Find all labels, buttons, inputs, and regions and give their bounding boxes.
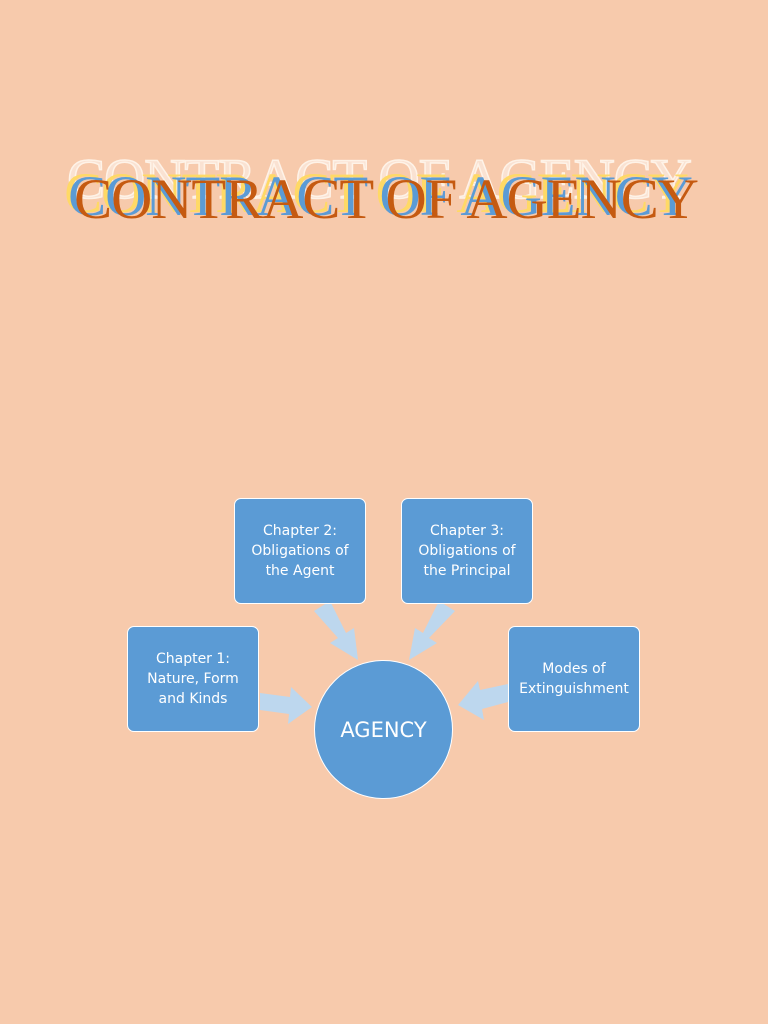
arrow-modes	[458, 681, 508, 720]
node-chapter-3: Chapter 3: Obligations of the Principal	[401, 498, 533, 604]
title-ghost-layer: CONTRACT OF AGENCY	[66, 148, 692, 211]
hub-agency: AGENCY	[314, 660, 453, 799]
title-block: CONTRACT OF AGENCY CONTRACT OF AGENCY CO…	[0, 148, 768, 240]
node-chapter-2: Chapter 2: Obligations of the Agent	[234, 498, 366, 604]
node-modes-of-extinguishment: Modes of Extinguishment	[508, 626, 640, 732]
title-echo-blue: CONTRACT OF AGENCY	[68, 165, 693, 228]
node-chapter-1: Chapter 1: Nature, Form and Kinds	[127, 626, 259, 732]
page-title: CONTRACT OF AGENCY	[74, 168, 699, 231]
arrow-chapter-3	[409, 601, 455, 660]
arrow-chapter-1	[260, 687, 312, 724]
title-echo-yellow: CONTRACT OF AGENCY	[64, 162, 689, 225]
arrow-chapter-2	[314, 601, 358, 660]
